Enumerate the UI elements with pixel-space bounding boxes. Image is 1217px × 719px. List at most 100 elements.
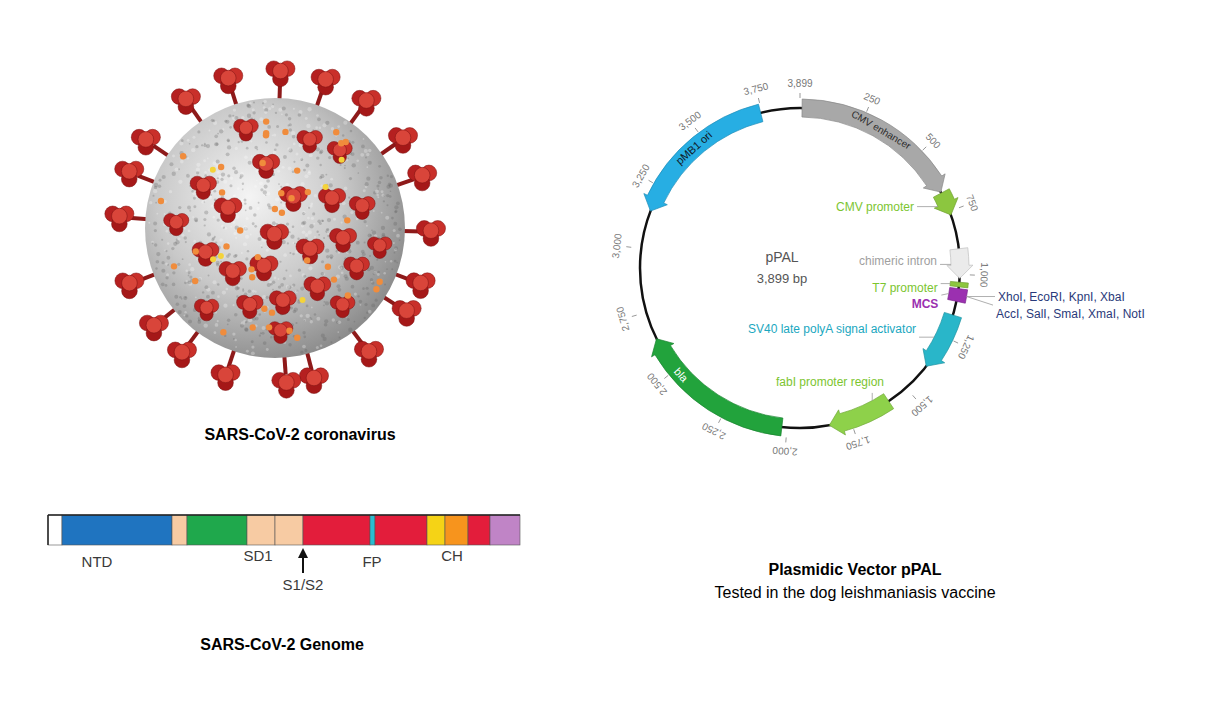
restriction-sites: AccI, SalI, SmaI, XmaI, NotI (996, 308, 1145, 322)
spike-protein (138, 132, 154, 148)
envelope-texture (184, 281, 187, 284)
envelope-texture (314, 313, 317, 316)
envelope-texture (387, 175, 389, 177)
envelope-texture (156, 213, 158, 215)
envelope-texture (388, 183, 391, 186)
label-text: 3,899 bp (757, 272, 808, 287)
label-text: MCS (912, 298, 939, 312)
envelope-texture (258, 237, 262, 241)
envelope-texture (204, 285, 208, 289)
cleavage-arrow-head (298, 548, 308, 558)
intron-arrow (947, 248, 973, 279)
envelope-texture (292, 170, 295, 173)
envelope-texture (178, 310, 182, 314)
envelope-texture (376, 259, 378, 261)
envelope-texture (188, 263, 191, 266)
scale-number: 3,899 (787, 78, 812, 90)
envelope-texture (292, 253, 295, 256)
genome-segment (275, 515, 303, 545)
feature-label-box: bla (671, 365, 690, 384)
envelope-texture (188, 275, 190, 277)
envelope-texture (322, 220, 324, 222)
envelope-texture (330, 178, 333, 181)
genome-segment (375, 515, 427, 545)
envelope-texture (309, 224, 313, 228)
envelope-texture (194, 218, 198, 222)
envelope-texture (308, 170, 311, 173)
envelope-texture (345, 277, 349, 281)
envelope-texture (267, 203, 271, 207)
envelope-texture (183, 314, 185, 316)
envelope-texture (381, 212, 383, 214)
label-text: 2,000 (772, 445, 798, 458)
envelope-texture (188, 230, 191, 233)
spike-protein (303, 241, 318, 256)
envelope-texture (254, 146, 257, 149)
scale-number: 2,500 (645, 371, 670, 398)
scale-tick (923, 147, 927, 150)
envelope-texture (281, 113, 283, 115)
envelope-texture (181, 234, 184, 237)
envelope-texture (227, 140, 230, 143)
envelope-texture (227, 318, 230, 321)
envelope-texture (188, 271, 191, 274)
envelope-texture (187, 139, 190, 142)
envelope-texture (185, 314, 188, 317)
envelope-texture (238, 285, 240, 287)
membrane-protein (344, 217, 350, 223)
membrane-protein (325, 264, 331, 270)
envelope-texture (320, 344, 323, 347)
envelope-texture (277, 170, 280, 173)
membrane-protein (305, 189, 311, 195)
envelope-texture (204, 224, 206, 226)
envelope-texture (325, 121, 329, 125)
envelope-texture (243, 242, 247, 246)
envelope-texture (396, 262, 398, 264)
envelope-texture (217, 320, 219, 322)
envelope-texture (294, 307, 298, 311)
scale-number: 2,250 (701, 420, 729, 442)
spike-protein (336, 298, 349, 311)
label-text: 1,750 (844, 433, 871, 452)
label-text: 2,500 (645, 371, 670, 398)
envelope-texture (228, 253, 231, 256)
envelope-texture (341, 222, 343, 224)
envelope-texture (155, 267, 157, 269)
envelope-texture (325, 301, 329, 305)
envelope-texture (169, 190, 172, 193)
envelope-texture (344, 167, 346, 169)
envelope-texture (371, 229, 373, 231)
envelope-texture (166, 230, 169, 233)
membrane-protein (286, 328, 292, 334)
envelope-texture (172, 283, 176, 287)
envelope-texture (251, 346, 254, 349)
label-text: T7 promoter (872, 282, 937, 296)
envelope-texture (248, 161, 252, 165)
envelope-texture (394, 252, 396, 254)
envelope-texture (151, 241, 154, 244)
membrane-protein (345, 292, 351, 298)
label-text: 1,000 (978, 263, 991, 288)
envelope-texture (393, 229, 396, 232)
envelope-texture (208, 129, 210, 131)
envelope-texture (381, 190, 384, 193)
envelope-texture (171, 247, 174, 250)
envelope-texture (302, 211, 305, 214)
envelope-texture (181, 298, 183, 300)
envelope-texture (244, 327, 248, 331)
envelope-texture (233, 108, 236, 111)
envelope-texture (329, 183, 333, 187)
envelope-texture (366, 166, 368, 168)
envelope-texture (344, 187, 348, 191)
envelope-texture (204, 171, 207, 174)
label-text: 2,750 (614, 305, 632, 332)
envelope-texture (386, 204, 388, 206)
envelope-texture (174, 295, 178, 299)
envelope-texture (215, 323, 219, 327)
leader-line (917, 206, 938, 207)
envelope-texture (260, 244, 262, 246)
membrane-protein (249, 274, 255, 280)
envelope-texture (370, 234, 372, 236)
feature-name: bla (671, 365, 690, 384)
